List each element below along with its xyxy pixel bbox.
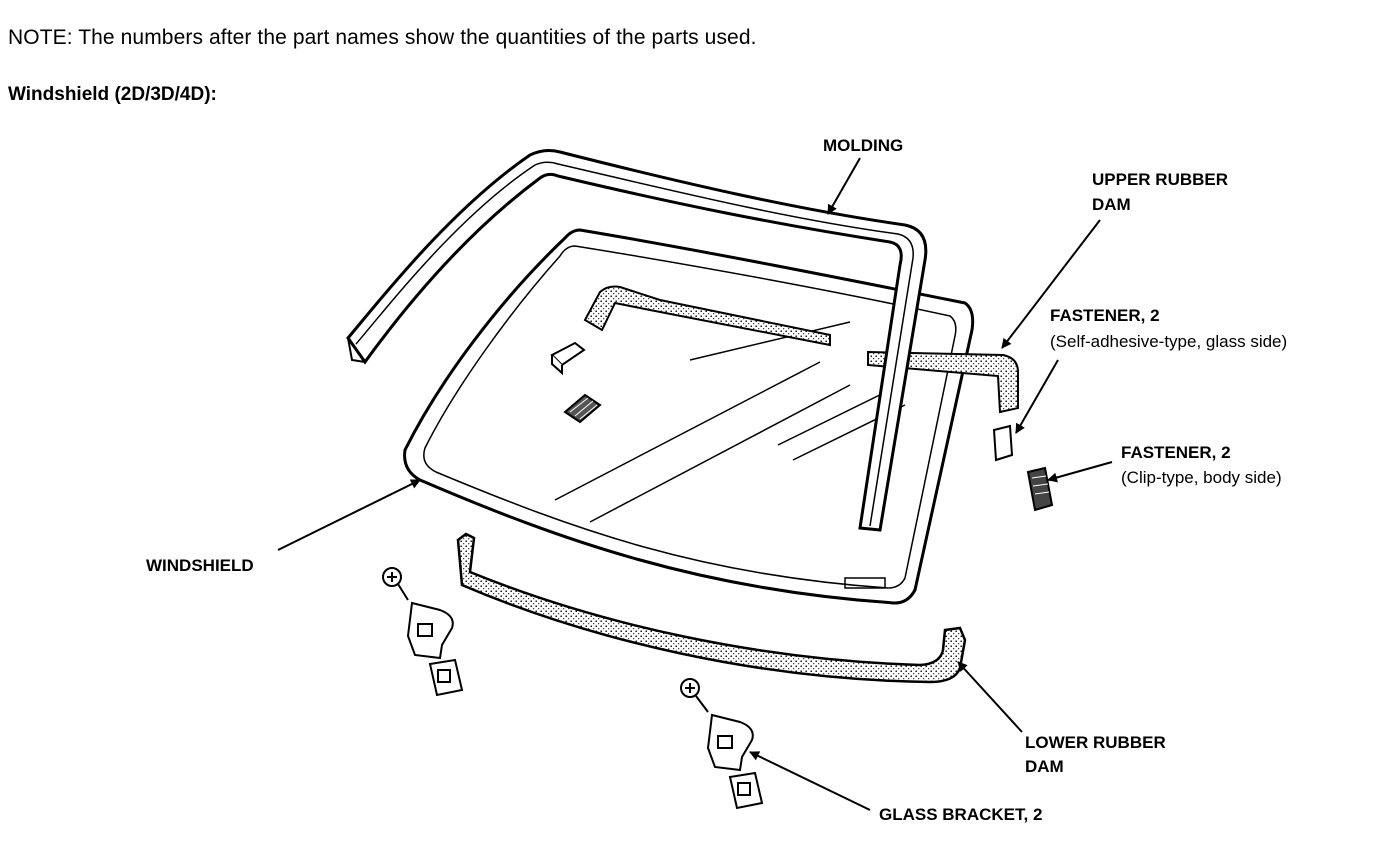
fastener-clip-body-side	[1026, 466, 1054, 512]
windshield-label: WINDSHIELD	[146, 556, 254, 575]
fastener-self-adhesive-1	[550, 341, 586, 376]
fastener-self-adhesive-2	[563, 393, 602, 424]
windshield-arrow	[277, 479, 421, 551]
molding	[346, 149, 928, 532]
glass-bracket-label: GLASS BRACKET, 2	[879, 805, 1043, 824]
lower-rubber-dam-arrow	[957, 661, 1023, 733]
note-text: NOTE: The numbers after the part names s…	[8, 26, 757, 49]
fastener-glass-arrow	[1015, 359, 1059, 434]
lower-rubber-dam	[456, 532, 967, 684]
leader-arrows	[277, 157, 1113, 811]
glass-bracket-2	[680, 678, 764, 810]
upper-rubber-dam-label-line2: DAM	[1092, 195, 1131, 214]
upper-rubber-dam-arrow	[1001, 219, 1101, 349]
fastener-body-arrow	[1047, 461, 1113, 483]
molding-arrow	[827, 157, 861, 215]
fastener-glass-desc: (Self-adhesive-type, glass side)	[1050, 332, 1288, 351]
fastener-body-desc: (Clip-type, body side)	[1121, 468, 1282, 487]
upper-rubber-dam-label-line1: UPPER RUBBER	[1092, 170, 1229, 189]
fastener-glass-side	[992, 424, 1014, 462]
lower-rubber-dam-label-line2: DAM	[1025, 757, 1064, 776]
glass-bracket-arrow	[749, 751, 871, 811]
fastener-body-label: FASTENER, 2	[1121, 443, 1231, 462]
section-title: Windshield (2D/3D/4D):	[8, 84, 217, 105]
lower-rubber-dam-label-line1: LOWER RUBBER	[1025, 733, 1166, 752]
molding-label: MOLDING	[823, 136, 904, 155]
glass-bracket-1	[382, 567, 464, 697]
fastener-glass-label: FASTENER, 2	[1050, 306, 1160, 325]
